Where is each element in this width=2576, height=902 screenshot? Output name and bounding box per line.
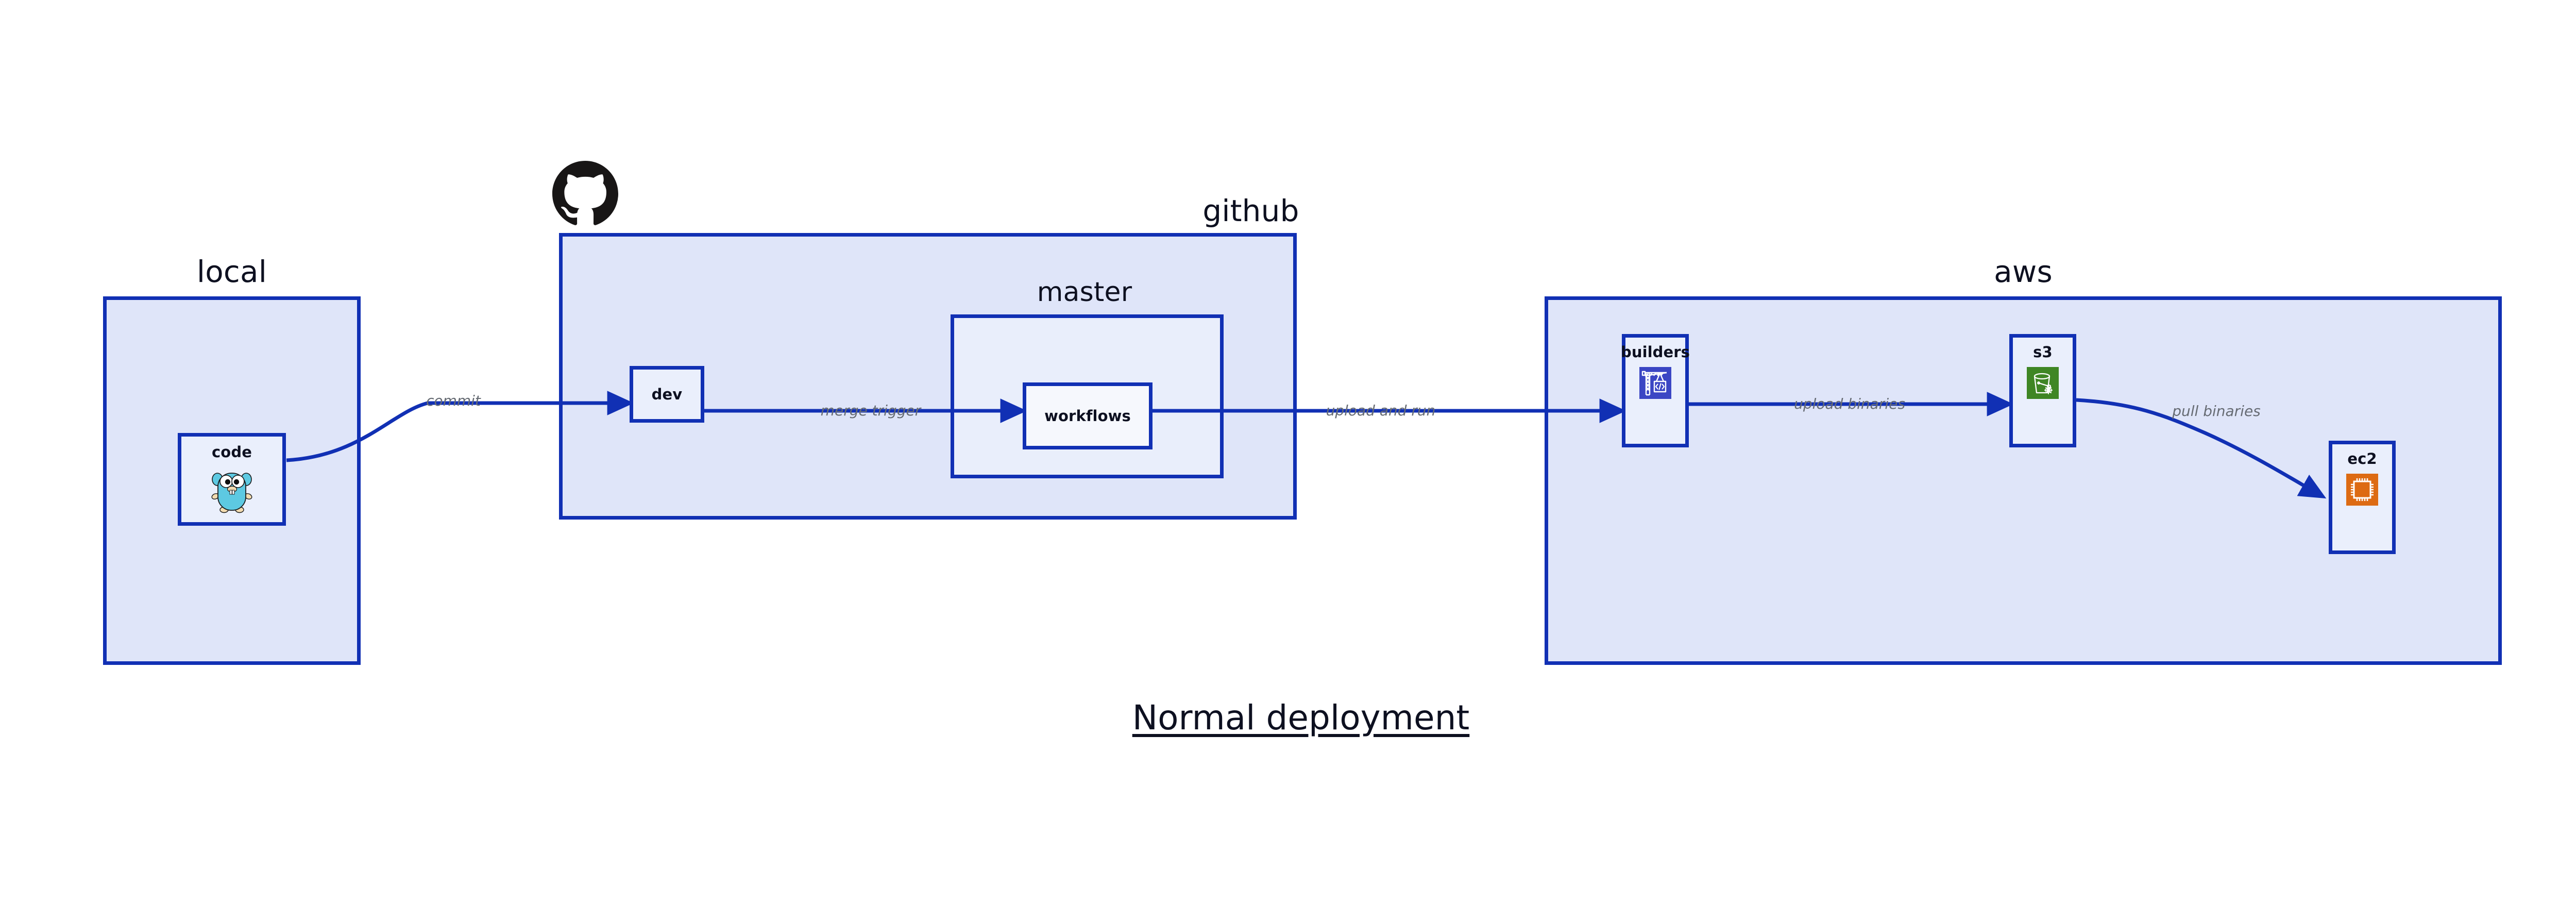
node-label-s3: s3: [2033, 343, 2053, 361]
diagram-title: Normal deployment: [1132, 698, 1470, 738]
node-label-workflows: workflows: [1044, 407, 1131, 425]
group-label-master: master: [1037, 277, 1132, 308]
edge-label-pull-binaries: pull binaries: [2172, 403, 2261, 420]
node-label-builders: builders: [1620, 343, 1690, 361]
edge-label-upload-and-run: upload and run: [1326, 402, 1436, 419]
node-code[interactable]: code: [178, 433, 286, 526]
node-ec2[interactable]: ec2: [2329, 441, 2396, 554]
cpu-chip-icon: [2346, 474, 2378, 508]
node-label-ec2: ec2: [2347, 450, 2377, 467]
go-gopher-icon: [211, 466, 253, 515]
github-logo-icon: [552, 161, 618, 227]
node-label-dev: dev: [651, 385, 683, 403]
node-workflows[interactable]: workflows: [1023, 382, 1153, 449]
node-builders[interactable]: builders: [1620, 334, 1690, 447]
edge-label-merge-trigger: merge trigger: [820, 402, 921, 419]
group-label-aws: aws: [1994, 254, 2053, 289]
group-label-github: github: [1202, 193, 1299, 228]
node-s3[interactable]: s3: [2009, 334, 2076, 447]
node-label-code: code: [212, 443, 252, 461]
group-label-local: local: [196, 254, 267, 289]
crane-code-icon: [1639, 367, 1671, 401]
edge-label-commit: commit: [426, 392, 481, 409]
node-dev[interactable]: dev: [630, 366, 704, 423]
edge-label-upload-binaries: upload binaries: [1794, 395, 1905, 412]
s3-glacier-bucket-icon: [2027, 367, 2059, 401]
